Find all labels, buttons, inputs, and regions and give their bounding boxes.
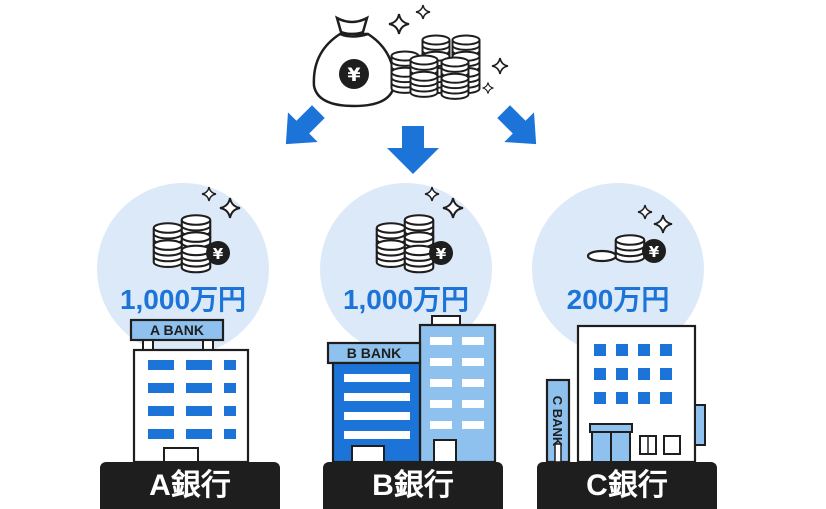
- money-bag-with-coins-icon: ¥: [312, 4, 509, 108]
- bank-a-sign: A BANK: [150, 322, 204, 338]
- bank-c-sign: C BANK: [550, 396, 565, 447]
- bank-c-coins-icon: ¥: [586, 204, 673, 263]
- bank-a-base: [100, 462, 280, 509]
- bank-c-building-icon: [545, 324, 706, 464]
- arrow-to-bank-b-icon: [387, 126, 439, 174]
- bank-c-label: C銀行: [586, 469, 668, 502]
- arrow-to-bank-c-icon: [497, 105, 537, 145]
- arrow-to-bank-a-icon: [285, 105, 325, 145]
- bag-currency-symbol: ¥: [347, 64, 360, 86]
- coin-currency-symbol: ¥: [436, 245, 447, 263]
- bank-b-sign: B BANK: [347, 345, 401, 361]
- bank-b-label: B銀行: [372, 469, 454, 502]
- bank-c-amount: 200万円: [566, 284, 670, 315]
- coin-currency-symbol: ¥: [213, 245, 224, 263]
- bank-b-base: [323, 462, 503, 509]
- bank-c-base: [537, 462, 717, 509]
- bank-b-amount: 1,000万円: [342, 284, 470, 315]
- coin-currency-symbol: ¥: [649, 243, 660, 261]
- bank-a-amount: 1,000万円: [119, 284, 247, 315]
- bank-b-building-icon: [326, 315, 497, 464]
- bank-a-coins-icon: ¥: [152, 186, 241, 274]
- bank-b-coins-icon: ¥: [375, 186, 464, 274]
- bank-a-building-icon: [129, 318, 250, 464]
- bank-a-label: A銀行: [149, 469, 231, 502]
